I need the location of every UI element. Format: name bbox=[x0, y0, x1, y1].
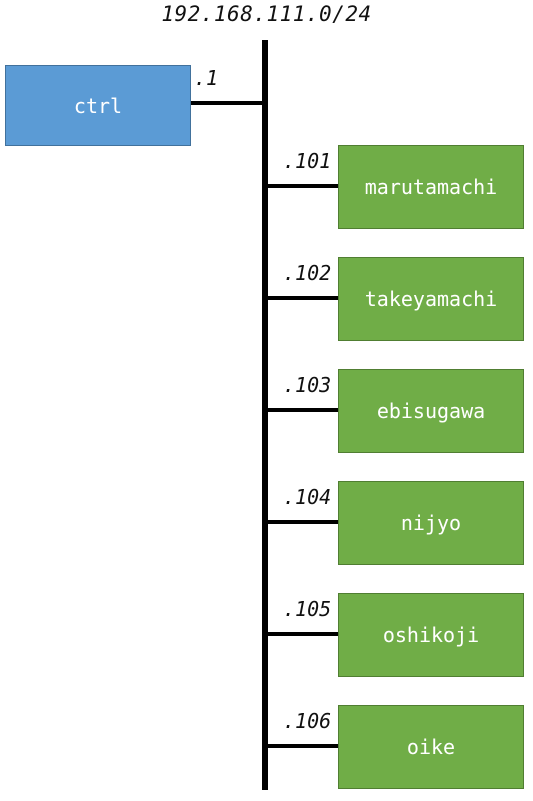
ctrl-link bbox=[190, 101, 264, 105]
host-link bbox=[266, 744, 340, 748]
host-address: .104 bbox=[283, 485, 332, 509]
host-node-nijyo[interactable]: nijyo bbox=[338, 481, 524, 565]
host-node-label: nijyo bbox=[400, 511, 462, 535]
network-bus-line bbox=[262, 40, 268, 790]
host-node-takeyamachi[interactable]: takeyamachi bbox=[338, 257, 524, 341]
host-node-label: marutamachi bbox=[364, 175, 498, 199]
host-node-label: ebisugawa bbox=[376, 399, 486, 423]
host-node-label: oshikoji bbox=[382, 623, 480, 647]
host-node-label: oike bbox=[406, 735, 456, 759]
host-node-oike[interactable]: oike bbox=[338, 705, 524, 789]
host-link bbox=[266, 184, 340, 188]
host-address: .102 bbox=[283, 261, 332, 285]
host-address: .103 bbox=[283, 373, 332, 397]
host-link bbox=[266, 296, 340, 300]
host-link bbox=[266, 520, 340, 524]
host-address: .101 bbox=[283, 149, 332, 173]
host-node-ebisugawa[interactable]: ebisugawa bbox=[338, 369, 524, 453]
host-link bbox=[266, 632, 340, 636]
host-node-label: takeyamachi bbox=[364, 287, 498, 311]
ctrl-address: .1 bbox=[194, 66, 219, 90]
host-address: .105 bbox=[283, 597, 332, 621]
host-node-marutamachi[interactable]: marutamachi bbox=[338, 145, 524, 229]
host-address: .106 bbox=[283, 709, 332, 733]
ctrl-node-label: ctrl bbox=[73, 93, 123, 118]
host-link bbox=[266, 408, 340, 412]
ctrl-node[interactable]: ctrl bbox=[5, 65, 191, 146]
host-node-oshikoji[interactable]: oshikoji bbox=[338, 593, 524, 677]
subnet-label: 192.168.111.0/24 bbox=[161, 2, 372, 26]
